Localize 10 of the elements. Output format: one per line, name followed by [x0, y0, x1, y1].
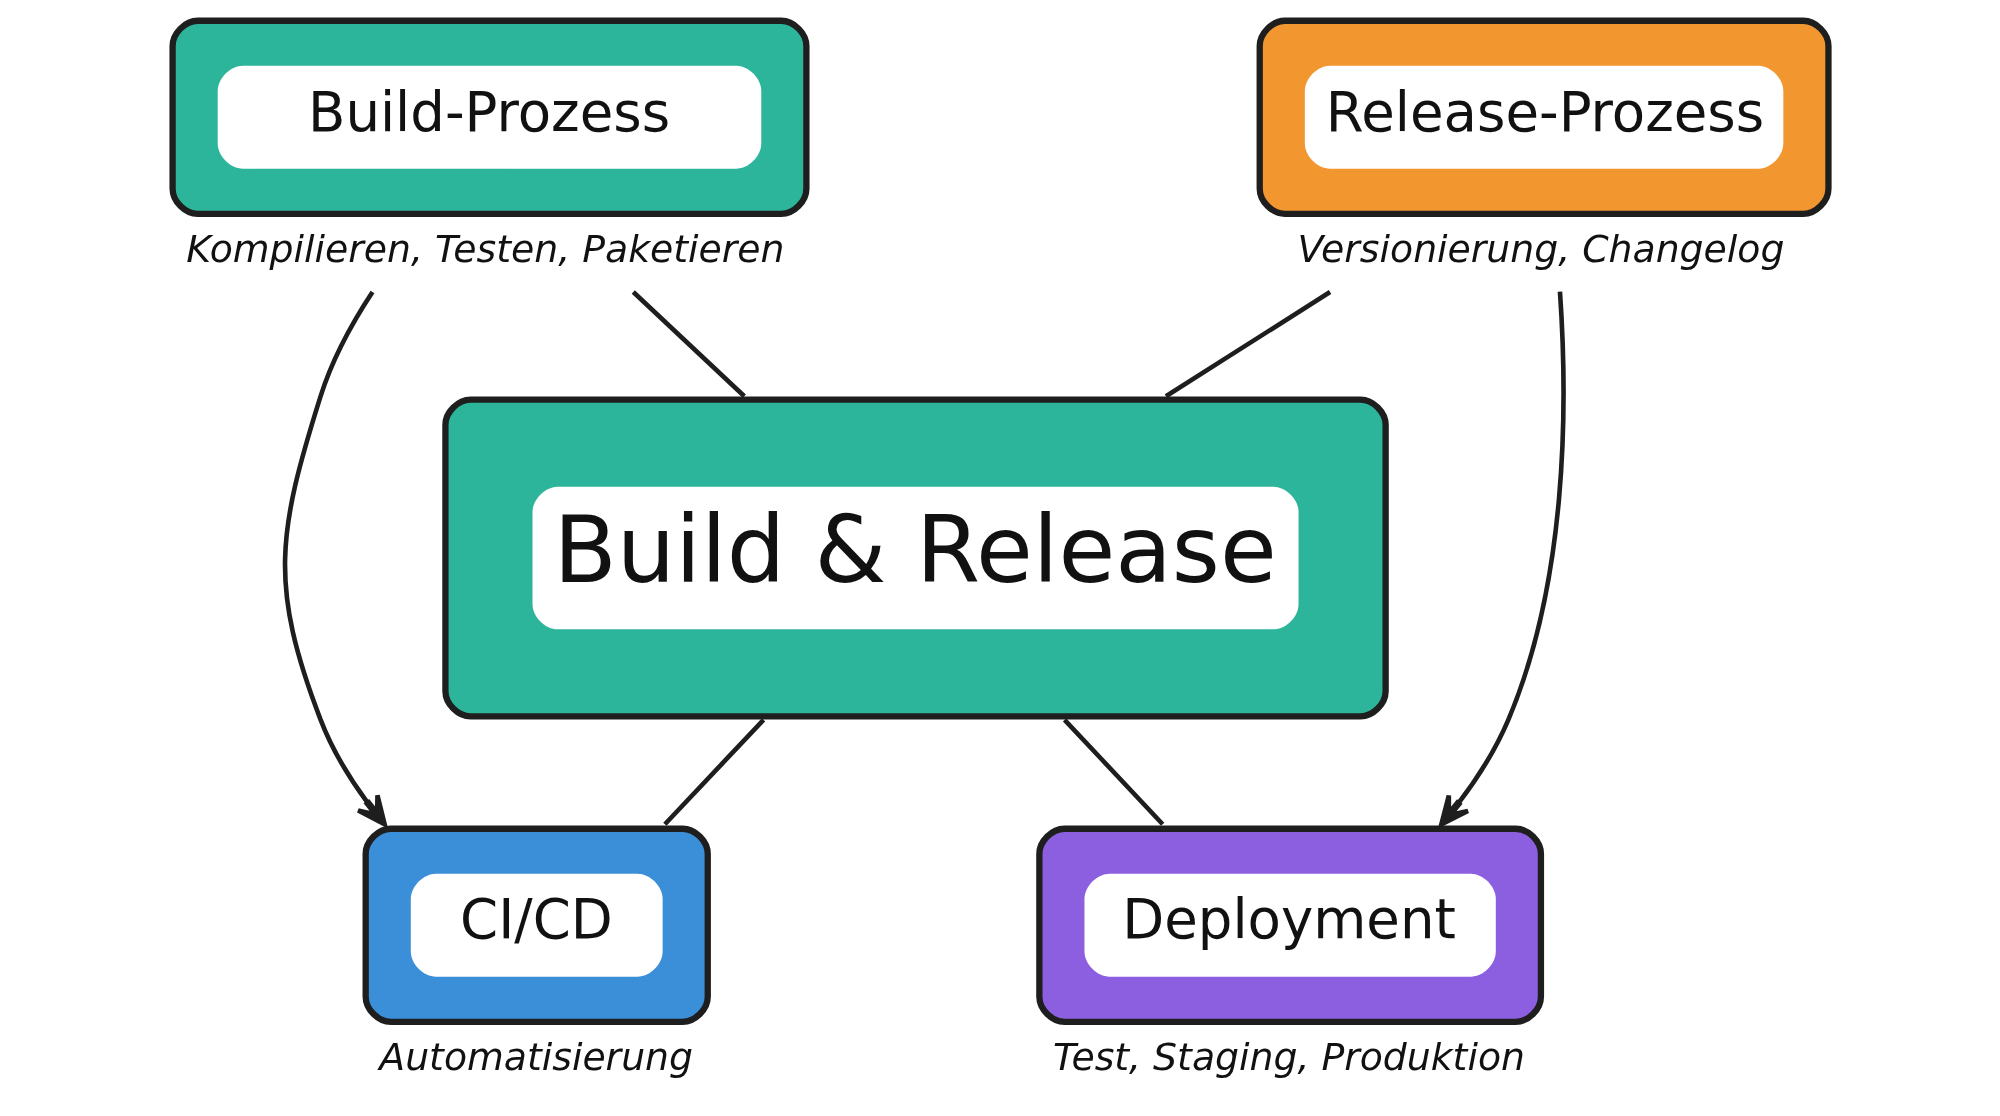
connector [1062, 718, 1165, 826]
connector [663, 718, 766, 826]
node-label: Automatisierung [379, 1034, 693, 1079]
node-label: Versionierung, Changelog [1297, 226, 1785, 271]
node-label: Kompilieren, Testen, Paketieren [186, 226, 785, 271]
arrow [1438, 291, 1566, 827]
node-label: Test, Staging, Produktion [1052, 1034, 1525, 1079]
connector [1164, 290, 1332, 399]
connector [631, 290, 746, 398]
arrow [282, 290, 387, 827]
